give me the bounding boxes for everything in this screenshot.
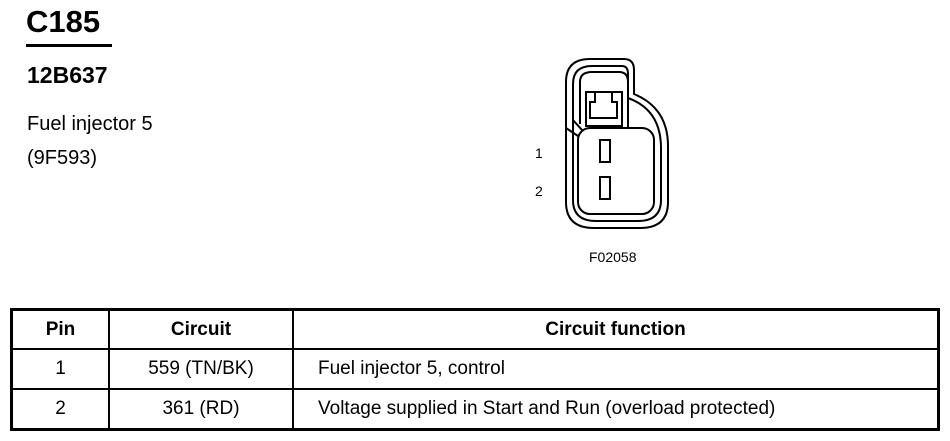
table-row: 1 559 (TN/BK) Fuel injector 5, control: [10, 348, 940, 390]
connector-housing-outer: [565, 58, 669, 229]
description-line-1: Fuel injector 5: [27, 113, 153, 135]
row-circuit: 559 (TN/BK): [108, 348, 294, 390]
terminal-cavity-body: [577, 127, 655, 215]
connector-face-diagram: [565, 58, 669, 229]
connector-housing-inner: [572, 65, 662, 222]
latch-tongue: [589, 92, 618, 119]
latch-window: [585, 91, 623, 127]
row-circuit: 361 (RD): [108, 388, 294, 431]
housing-edge: [565, 127, 579, 137]
header-function: Circuit function: [292, 308, 940, 350]
pin-1-terminal: [599, 139, 611, 163]
pin-label-2: 2: [535, 183, 543, 199]
header-circuit: Circuit: [108, 308, 294, 350]
pin-label-1: 1: [535, 145, 543, 161]
row-pin: 1: [10, 348, 110, 390]
table-row: 2 361 (RD) Voltage supplied in Start and…: [10, 388, 940, 431]
header-pin: Pin: [10, 308, 110, 350]
locking-tab: [579, 71, 629, 128]
row-function: Fuel injector 5, control: [292, 348, 940, 390]
figure-code: F02058: [589, 249, 637, 265]
row-function: Voltage supplied in Start and Run (overl…: [292, 388, 940, 431]
connector-id-underline: [26, 44, 112, 47]
row-pin: 2: [10, 388, 110, 431]
pin-2-terminal: [599, 176, 611, 200]
pin-circuit-table: Pin Circuit Circuit function 1 559 (TN/B…: [10, 308, 940, 431]
description-line-2: (9F593): [27, 147, 98, 169]
table-header-row: Pin Circuit Circuit function: [10, 308, 940, 350]
connector-id: C185: [26, 4, 101, 39]
housing-edge: [572, 119, 583, 131]
part-number: 12B637: [27, 62, 108, 88]
